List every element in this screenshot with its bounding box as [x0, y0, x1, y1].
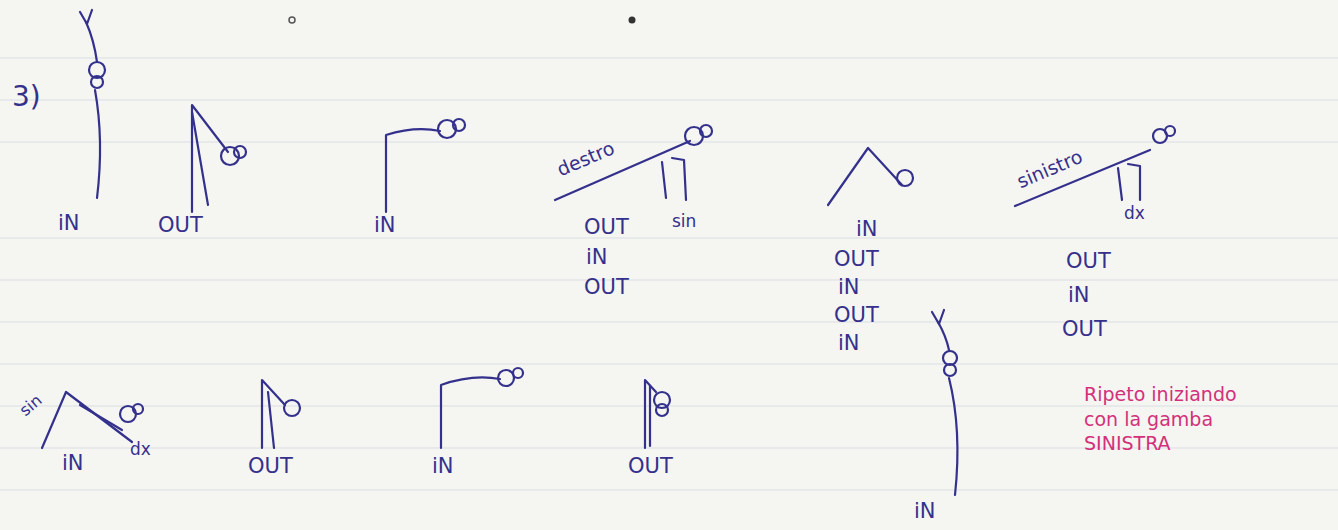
- pose-label: iN: [838, 276, 860, 299]
- pose-label: iN: [1068, 284, 1090, 307]
- pose-label: iN: [374, 214, 396, 237]
- pose-label: iN: [838, 332, 860, 355]
- pose-label: iN: [856, 218, 878, 241]
- pose-label: OUT: [834, 248, 879, 271]
- pose-label: iN: [58, 212, 80, 235]
- pose-label: OUT: [248, 455, 293, 478]
- pose-label: iN: [914, 500, 936, 523]
- pose-label: OUT: [584, 276, 629, 299]
- pose-label: dx: [130, 440, 151, 459]
- pose-label: OUT: [584, 216, 629, 239]
- pose-label: OUT: [628, 455, 673, 478]
- pose-label: OUT: [1066, 250, 1111, 273]
- pose-label: sin: [16, 391, 45, 419]
- pose-label: sinistro: [1014, 146, 1086, 192]
- pose-label: sin: [672, 212, 696, 231]
- pose-label: OUT: [158, 214, 203, 237]
- pose-label: iN: [432, 455, 454, 478]
- pose-label: 3): [12, 82, 41, 113]
- pose-label: dx: [1124, 204, 1145, 223]
- handwritten-note: Ripeto iniziando con la gamba SINISTRA: [1084, 382, 1254, 456]
- pose-label: OUT: [1062, 318, 1107, 341]
- pose-label: iN: [586, 246, 608, 269]
- pose-label: OUT: [834, 304, 879, 327]
- pose-label: iN: [62, 452, 84, 475]
- pose-label: destro: [554, 137, 618, 180]
